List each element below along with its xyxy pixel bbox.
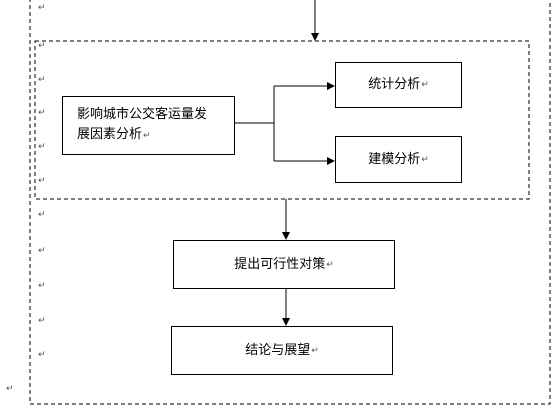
factors-line2: 展因素分析 — [77, 127, 143, 142]
paragraph-mark: ↵ — [38, 108, 46, 118]
proposal-box: 提出可行性对策↵ — [173, 240, 395, 289]
paragraph-mark: ↵ — [6, 384, 14, 394]
paragraph-mark: ↵ — [38, 3, 46, 13]
paragraph-mark: ↵ — [311, 345, 319, 356]
statistical-analysis-box: 统计分析↵ — [335, 62, 462, 108]
paragraph-mark: ↵ — [38, 210, 46, 220]
conclusion-label: 结论与展望 — [245, 342, 311, 358]
paragraph-mark: ↵ — [38, 41, 46, 51]
conclusion-box: 结论与展望↵ — [171, 326, 393, 375]
factors-line1: 影响城市公交客运量发 — [77, 107, 208, 122]
paragraph-mark: ↵ — [38, 75, 46, 85]
paragraph-mark: ↵ — [143, 131, 151, 141]
outer-dashed-frame — [29, 0, 551, 405]
analysis-dashed-group — [34, 40, 530, 200]
paragraph-mark: ↵ — [326, 259, 334, 270]
proposal-label: 提出可行性对策 — [234, 256, 326, 272]
factors-analysis-box: 影响城市公交客运量发 展因素分析↵ — [62, 96, 235, 155]
paragraph-mark: ↵ — [38, 246, 46, 256]
factors-line2-row: 展因素分析↵ — [77, 125, 151, 146]
paragraph-mark: ↵ — [38, 142, 46, 152]
paragraph-mark: ↵ — [38, 176, 46, 186]
stats-label: 统计分析 — [368, 77, 421, 92]
model-label: 建模分析 — [368, 151, 421, 167]
paragraph-mark: ↵ — [38, 350, 46, 360]
paragraph-mark: ↵ — [38, 316, 46, 326]
paragraph-mark: ↵ — [421, 80, 429, 90]
modeling-analysis-box: 建模分析↵ — [335, 136, 462, 183]
paragraph-mark: ↵ — [421, 154, 429, 165]
paragraph-mark: ↵ — [38, 281, 46, 291]
